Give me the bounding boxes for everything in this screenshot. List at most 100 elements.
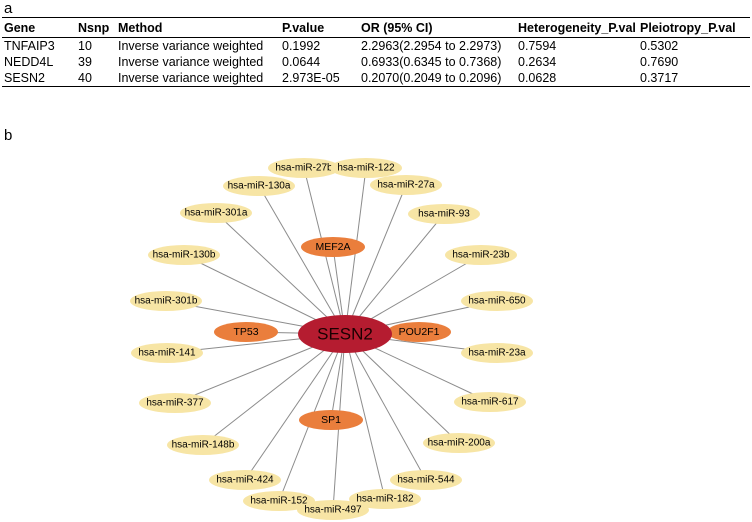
cell-heterogeneity: 0.0628 — [518, 71, 557, 85]
panel-a-label: a — [4, 0, 13, 17]
edge-sesn2-hsa-mir-148b — [202, 333, 346, 446]
header-or: OR (95% CI) — [361, 20, 433, 35]
hub-node-sesn2-label: SESN2 — [317, 325, 373, 344]
cell-heterogeneity: 0.2634 — [518, 55, 557, 69]
hub-node-sesn2-shape — [298, 315, 392, 353]
cell-nsnp: 10 — [78, 39, 92, 53]
mirna-node-hsa-mir-301b-label: hsa-miR-301b — [135, 296, 198, 307]
mirna-node-hsa-mir-27a-label: hsa-miR-27a — [377, 180, 435, 191]
edge-sesn2-hsa-mir-200a — [344, 333, 460, 444]
cell-or: 0.6933(0.6345 to 0.7368) — [361, 55, 502, 69]
mirna-node-hsa-mir-617: hsa-miR-617 — [454, 392, 526, 412]
mirna-node-hsa-mir-650-label: hsa-miR-650 — [468, 296, 526, 307]
mirna-node-hsa-mir-148b-label: hsa-miR-148b — [172, 440, 235, 451]
cell-pvalue: 0.1992 — [282, 39, 321, 53]
cell-pvalue: 2.973E-05 — [282, 71, 340, 85]
tf-node-tp53-label: TP53 — [233, 326, 258, 338]
mirna-node-hsa-mir-130a-shape — [223, 176, 295, 196]
mirna-node-hsa-mir-200a-label: hsa-miR-200a — [428, 438, 491, 449]
tf-node-tp53: TP53 — [214, 322, 278, 342]
mirna-node-hsa-mir-182-label: hsa-miR-182 — [356, 494, 414, 505]
edge-sesn2-hsa-mir-27a — [344, 184, 407, 335]
mirna-node-hsa-mir-141-label: hsa-miR-141 — [138, 348, 196, 359]
tf-node-mef2a-shape — [301, 237, 365, 257]
mirna-node-hsa-mir-301b: hsa-miR-301b — [130, 291, 202, 311]
cell-pleiotropy: 0.3717 — [640, 71, 679, 85]
cell-heterogeneity: 0.7594 — [518, 39, 557, 53]
tf-node-pou2f1: POU2F1 — [387, 322, 451, 342]
mirna-node-hsa-mir-23a: hsa-miR-23a — [461, 343, 533, 363]
mirna-node-hsa-mir-377-shape — [139, 393, 211, 413]
cell-pvalue: 0.0644 — [282, 55, 321, 69]
cell-or: 0.2070(0.2049 to 0.2096) — [361, 71, 502, 85]
mirna-node-hsa-mir-148b: hsa-miR-148b — [167, 435, 239, 455]
mirna-node-hsa-mir-544: hsa-miR-544 — [390, 470, 462, 490]
mirna-node-hsa-mir-148b-shape — [167, 435, 239, 455]
tf-node-mef2a: MEF2A — [301, 237, 365, 257]
mirna-node-hsa-mir-23b-shape — [445, 245, 517, 265]
mirna-node-hsa-mir-497-label: hsa-miR-497 — [304, 505, 362, 516]
header-pvalue: P.value — [282, 20, 325, 35]
mirna-node-hsa-mir-122-label: hsa-miR-122 — [337, 163, 395, 174]
mirna-node-hsa-mir-122: hsa-miR-122 — [330, 158, 402, 178]
header-gene: Gene — [4, 20, 36, 35]
tf-node-sp1-shape — [299, 410, 363, 430]
cell-gene: SESN2 — [4, 71, 45, 85]
mirna-node-hsa-mir-497: hsa-miR-497 — [297, 500, 369, 520]
mirna-node-hsa-mir-93-label: hsa-miR-93 — [418, 209, 470, 220]
cell-method: Inverse variance weighted — [118, 39, 264, 53]
mirna-node-hsa-mir-301a: hsa-miR-301a — [180, 203, 252, 223]
cell-method: Inverse variance weighted — [118, 55, 264, 69]
mirna-node-hsa-mir-27a: hsa-miR-27a — [370, 175, 442, 195]
cell-pleiotropy: 0.5302 — [640, 39, 679, 53]
tf-node-tp53-shape — [214, 322, 278, 342]
mirna-node-hsa-mir-182: hsa-miR-182 — [349, 489, 421, 509]
cell-pleiotropy: 0.7690 — [640, 55, 679, 69]
tf-node-sp1-label: SP1 — [321, 414, 341, 426]
mirna-node-hsa-mir-141: hsa-miR-141 — [131, 343, 203, 363]
mirna-node-hsa-mir-301a-label: hsa-miR-301a — [185, 208, 248, 219]
cell-nsnp: 40 — [78, 71, 92, 85]
header-method: Method — [118, 20, 163, 35]
mirna-node-hsa-mir-23a-label: hsa-miR-23a — [468, 348, 526, 359]
mirna-node-hsa-mir-130a: hsa-miR-130a — [223, 176, 295, 196]
mirna-node-hsa-mir-377: hsa-miR-377 — [139, 393, 211, 413]
mirna-node-hsa-mir-93-shape — [408, 204, 480, 224]
mirna-node-hsa-mir-152-label: hsa-miR-152 — [250, 496, 308, 507]
mirna-node-hsa-mir-23b-label: hsa-miR-23b — [452, 250, 510, 261]
cell-gene: TNFAIP3 — [4, 39, 55, 53]
mirna-node-hsa-mir-424-label: hsa-miR-424 — [216, 475, 274, 486]
cell-nsnp: 39 — [78, 55, 92, 69]
edge-sesn2-hsa-mir-93 — [344, 213, 445, 335]
tf-node-pou2f1-label: POU2F1 — [399, 326, 440, 338]
mirna-node-hsa-mir-200a: hsa-miR-200a — [423, 433, 495, 453]
mirna-node-hsa-mir-23a-shape — [461, 343, 533, 363]
mirna-node-hsa-mir-650: hsa-miR-650 — [461, 291, 533, 311]
table-header-row: Gene Nsnp Method P.value OR (95% CI) Het… — [2, 17, 750, 38]
mirna-node-hsa-mir-23b: hsa-miR-23b — [445, 245, 517, 265]
mirna-node-hsa-mir-200a-shape — [423, 433, 495, 453]
table-row: TNFAIP3 10 Inverse variance weighted 0.1… — [2, 38, 750, 55]
panel-b-label: b — [4, 127, 13, 144]
mirna-node-hsa-mir-301b-shape — [130, 291, 202, 311]
header-heterogeneity: Heterogeneity_P.val — [518, 20, 636, 35]
cell-or: 2.2963(2.2954 to 2.2973) — [361, 39, 502, 53]
mirna-node-hsa-mir-141-shape — [131, 343, 203, 363]
mirna-node-hsa-mir-27b: hsa-miR-27b — [268, 158, 340, 178]
results-table: Gene Nsnp Method P.value OR (95% CI) Het… — [2, 17, 750, 87]
mirna-node-hsa-mir-130b-label: hsa-miR-130b — [153, 250, 216, 261]
mirna-node-hsa-mir-152: hsa-miR-152 — [243, 491, 315, 511]
tf-node-mef2a-label: MEF2A — [315, 241, 350, 253]
header-nsnp: Nsnp — [78, 20, 110, 35]
mirna-node-hsa-mir-424: hsa-miR-424 — [209, 470, 281, 490]
mirna-node-hsa-mir-377-label: hsa-miR-377 — [146, 398, 204, 409]
mirna-node-hsa-mir-182-shape — [349, 489, 421, 509]
mirna-node-hsa-mir-617-label: hsa-miR-617 — [461, 397, 519, 408]
table-row: SESN2 40 Inverse variance weighted 2.973… — [2, 70, 750, 87]
mirna-node-hsa-mir-497-shape — [297, 500, 369, 520]
mirna-node-hsa-mir-424-shape — [209, 470, 281, 490]
mirna-node-hsa-mir-152-shape — [243, 491, 315, 511]
mirna-node-hsa-mir-27b-shape — [268, 158, 340, 178]
mirna-node-hsa-mir-544-label: hsa-miR-544 — [397, 475, 455, 486]
